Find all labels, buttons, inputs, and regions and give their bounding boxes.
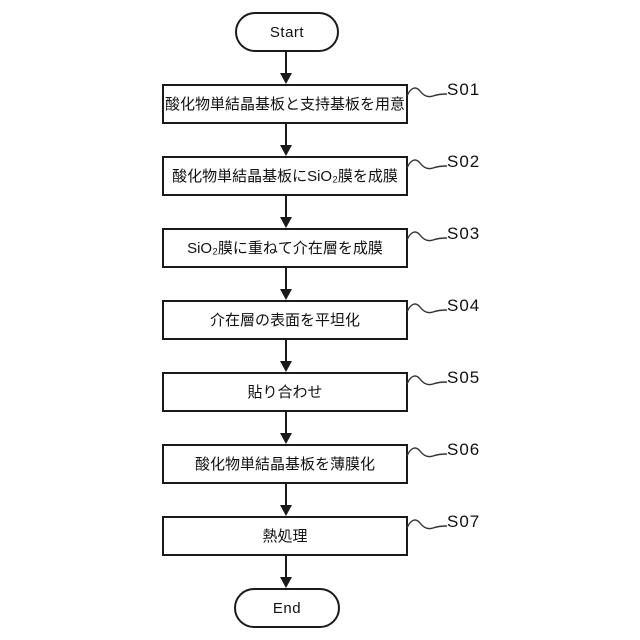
process-text: 介在層の表面を平坦化 xyxy=(209,311,360,329)
process-text: 熱処理 xyxy=(262,527,308,545)
step-id-label: S05 xyxy=(447,368,481,387)
step-id-label: S04 xyxy=(447,296,481,315)
step-id-label: S07 xyxy=(447,512,481,531)
process-text: 酸化物単結晶基板と支持基板を用意 xyxy=(164,95,405,113)
process-text: 貼り合わせ xyxy=(247,383,323,401)
step-id-label: S01 xyxy=(447,80,481,99)
end-terminal: End xyxy=(234,588,340,628)
squiggle-connector-icon xyxy=(406,375,448,386)
flow-arrow-down-icon xyxy=(279,124,293,156)
flow-arrow-down-icon xyxy=(279,340,293,372)
start-label: Start xyxy=(269,23,305,41)
squiggle-connector-icon xyxy=(406,159,448,170)
flow-arrow-down-icon xyxy=(279,268,293,300)
squiggle-connector-icon xyxy=(406,303,448,314)
process-text: SiO₂膜に重ねて介在層を成膜 xyxy=(187,239,383,257)
process-box-s01: 酸化物単結晶基板と支持基板を用意 xyxy=(162,84,408,124)
process-box-s03: SiO₂膜に重ねて介在層を成膜 xyxy=(162,228,408,268)
process-box-s04: 介在層の表面を平坦化 xyxy=(162,300,408,340)
flow-arrow-down-icon xyxy=(279,484,293,516)
flow-arrow-down-icon xyxy=(279,412,293,444)
squiggle-connector-icon xyxy=(406,87,448,98)
end-label: End xyxy=(272,599,302,617)
flow-arrow-down-icon xyxy=(279,196,293,228)
process-box-s06: 酸化物単結晶基板を薄膜化 xyxy=(162,444,408,484)
process-text: 酸化物単結晶基板にSiO₂膜を成膜 xyxy=(172,167,398,185)
squiggle-connector-icon xyxy=(406,231,448,242)
start-terminal: Start xyxy=(235,12,339,52)
process-box-s07: 熱処理 xyxy=(162,516,408,556)
flow-arrow-down-icon xyxy=(279,52,293,84)
step-id-label: S06 xyxy=(447,440,481,459)
step-id-label: S03 xyxy=(447,224,481,243)
process-box-s05: 貼り合わせ xyxy=(162,372,408,412)
step-id-label: S02 xyxy=(447,152,481,171)
flow-arrow-down-icon xyxy=(279,556,293,588)
squiggle-connector-icon xyxy=(406,519,448,530)
process-text: 酸化物単結晶基板を薄膜化 xyxy=(194,455,375,473)
process-box-s02: 酸化物単結晶基板にSiO₂膜を成膜 xyxy=(162,156,408,196)
squiggle-connector-icon xyxy=(406,447,448,458)
